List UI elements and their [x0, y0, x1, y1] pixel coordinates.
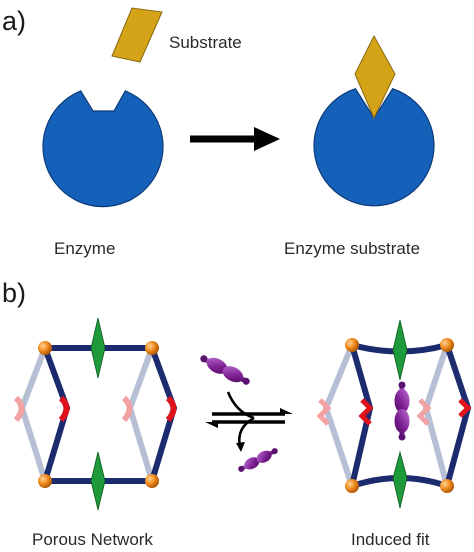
- panel-a-label: a): [2, 6, 26, 36]
- induced-fit-caption: Induced fit: [351, 530, 430, 549]
- substrate-label: Substrate: [169, 33, 242, 52]
- enzyme-substrate-caption: Enzyme substrate: [284, 239, 420, 258]
- panel-b-label: b): [2, 278, 26, 308]
- enzyme-caption: Enzyme: [54, 239, 115, 258]
- guest-molecule-free-bottom: [238, 448, 278, 472]
- guest-molecule-bound: [394, 381, 410, 441]
- porous-network-caption: Porous Network: [32, 530, 153, 549]
- induced-fit-network: [316, 319, 472, 509]
- porous-network: [13, 317, 177, 511]
- reaction-arrow: [190, 127, 280, 151]
- enzyme-substrate-enzyme-shape: [313, 87, 435, 207]
- guest-molecule-free-top: [200, 355, 250, 385]
- equilibrium-arrows: [205, 391, 293, 452]
- substrate-shape: [111, 7, 163, 63]
- enzyme-shape: [42, 90, 164, 208]
- bound-substrate-shape: [354, 34, 396, 120]
